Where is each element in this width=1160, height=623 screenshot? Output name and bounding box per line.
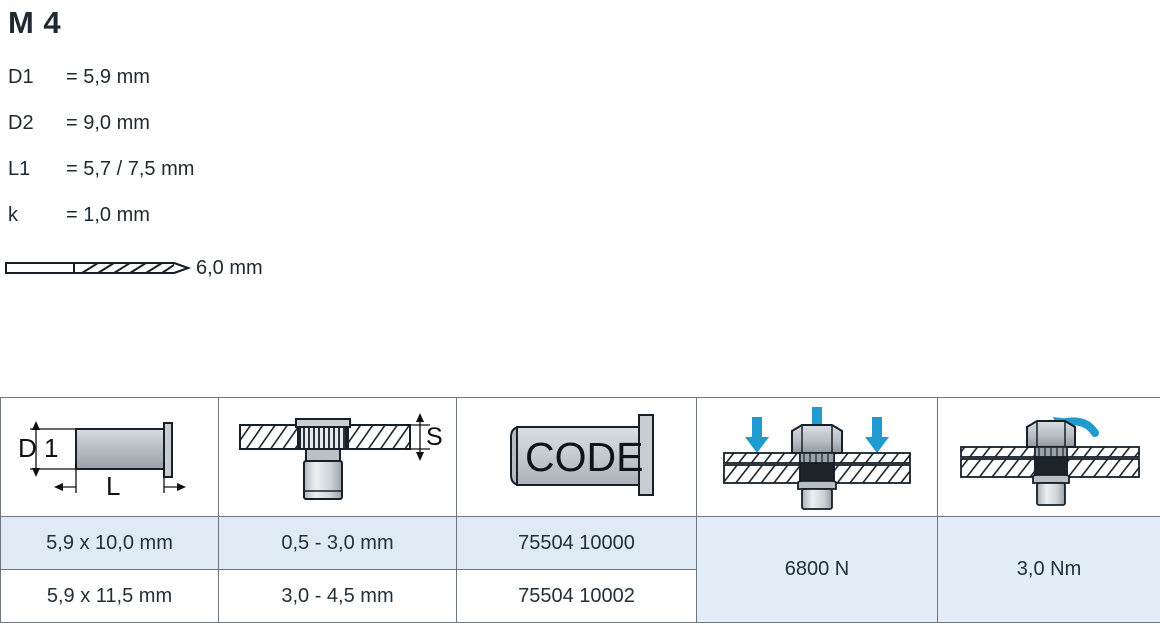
- size-value: 5,9 x 10,0 mm: [46, 532, 173, 554]
- header-cell-grip-range: S: [219, 398, 457, 517]
- spec-value-d1: = 5,9 mm: [66, 66, 150, 89]
- code-value: 75504 10000: [518, 532, 635, 554]
- drill-spec-row: 6,0 mm: [4, 255, 263, 281]
- cell-grip-row2: 3,0 - 4,5 mm: [219, 570, 457, 623]
- grip-range-section-icon: S: [219, 398, 456, 516]
- cell-size-row2: 5,9 x 11,5 mm: [1, 570, 219, 623]
- tensile-force-value: 6800 N: [785, 558, 850, 580]
- spec-list: D1 = 5,9 mm D2 = 9,0 mm L1 = 5,7 / 7,5 m…: [8, 66, 428, 250]
- spec-row-d1: D1 = 5,9 mm: [8, 66, 428, 112]
- drill-bit-icon: [4, 255, 192, 281]
- rivet-nut-dimensions-icon: D 1 L: [1, 398, 218, 516]
- cell-grip-row1: 0,5 - 3,0 mm: [219, 517, 457, 570]
- spec-row-k: k = 1,0 mm: [8, 204, 428, 250]
- size-value: 5,9 x 11,5 mm: [47, 585, 172, 607]
- grip-value: 0,5 - 3,0 mm: [281, 532, 393, 554]
- cell-torque-value: 3,0 Nm: [938, 517, 1160, 623]
- spec-key-d1: D1: [8, 66, 66, 89]
- spec-key-l1: L1: [8, 158, 66, 181]
- dimension-label-l: L: [106, 471, 120, 501]
- specification-table: D 1 L: [0, 397, 1160, 623]
- spec-value-d2: = 9,0 mm: [66, 112, 150, 135]
- torque-value: 3,0 Nm: [1017, 558, 1081, 580]
- spec-value-k: = 1,0 mm: [66, 204, 150, 227]
- cell-code-row1: 75504 10000: [457, 517, 697, 570]
- header-cell-dimensions: D 1 L: [1, 398, 219, 517]
- table-header-row: D 1 L: [1, 398, 1160, 517]
- cell-code-row2: 75504 10002: [457, 570, 697, 623]
- dimension-label-s: S: [426, 423, 443, 451]
- spec-value-l1: = 5,7 / 7,5 mm: [66, 158, 194, 181]
- header-cell-tensile-load: [697, 398, 938, 517]
- spec-key-k: k: [8, 204, 66, 227]
- code-value: 75504 10002: [518, 585, 635, 607]
- code-placeholder-text: CODE: [525, 434, 643, 480]
- table-row: 5,9 x 10,0 mm 0,5 - 3,0 mm 75504 10000 6…: [1, 517, 1160, 570]
- tensile-load-icon: [697, 398, 937, 516]
- spec-row-l1: L1 = 5,7 / 7,5 mm: [8, 158, 428, 204]
- drill-diameter-label: 6,0 mm: [196, 257, 263, 280]
- part-code-icon: CODE: [457, 398, 696, 516]
- header-cell-torque: [938, 398, 1160, 517]
- cell-size-row1: 5,9 x 10,0 mm: [1, 517, 219, 570]
- spec-row-d2: D2 = 9,0 mm: [8, 112, 428, 158]
- dimension-label-d1: D 1: [18, 433, 58, 463]
- header-cell-code: CODE: [457, 398, 697, 517]
- cell-tensile-force: 6800 N: [697, 517, 938, 623]
- torque-icon: [938, 398, 1160, 516]
- spec-key-d2: D2: [8, 112, 66, 135]
- page-title: M 4: [8, 7, 61, 38]
- grip-value: 3,0 - 4,5 mm: [281, 585, 393, 607]
